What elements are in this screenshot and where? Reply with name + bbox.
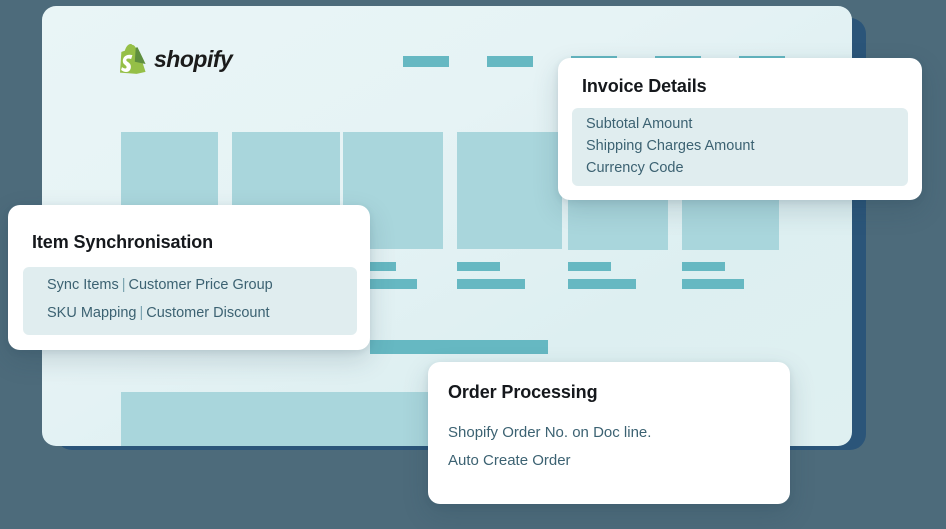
invoice-line-currency-code: Currency Code [586,160,684,176]
mock-text-bar-9 [370,340,548,354]
invoice-details-panel: Subtotal Amount Shipping Charges Amount … [572,108,908,186]
item-synchronisation-panel: Sync Items|Customer Price Group SKU Mapp… [23,267,357,335]
mock-content-block-2 [232,132,340,210]
mock-text-bar-3 [457,262,500,271]
mock-text-bar-7 [682,262,725,271]
invoice-details-title: Invoice Details [582,76,707,96]
invoice-line-shipping-charges-amount: Shipping Charges Amount [586,138,755,154]
mock-text-bar-8 [682,279,744,289]
item-sync-line-2-separator: | [139,305,144,321]
mock-content-block-1 [121,132,218,210]
mock-text-bar-6 [568,279,636,289]
mock-nav-item-1[interactable] [403,56,449,67]
item-sync-line-2: SKU Mapping|Customer Discount [47,305,270,321]
item-sync-line-2-left: SKU Mapping [47,305,137,321]
order-line-shopify-order-no: Shopify Order No. on Doc line. [448,424,652,441]
item-sync-line-2-right: Customer Discount [146,305,270,321]
mock-nav-item-2[interactable] [487,56,533,67]
order-line-auto-create-order: Auto Create Order [448,452,571,469]
mock-text-bar-1 [370,262,396,271]
order-processing-title: Order Processing [448,382,598,402]
mock-text-bar-5 [568,262,611,271]
order-processing-card[interactable]: Order Processing Shopify Order No. on Do… [428,362,790,504]
item-synchronisation-card[interactable]: Item Synchronisation Sync Items|Customer… [8,205,370,350]
invoice-details-card[interactable]: Invoice Details Subtotal Amount Shipping… [558,58,922,200]
shopify-brand-lockup: shopify [120,44,233,74]
mock-content-block-7 [121,392,443,446]
item-sync-line-1-left: Sync Items [47,277,119,293]
shopify-wordmark: shopify [154,45,233,72]
mock-text-bar-4 [457,279,525,289]
mock-text-bar-2 [370,279,417,289]
item-sync-line-1: Sync Items|Customer Price Group [47,277,273,293]
item-synchronisation-title: Item Synchronisation [32,232,214,252]
item-sync-line-1-separator: | [121,277,126,293]
shopify-bag-icon [120,44,146,74]
item-sync-line-1-right: Customer Price Group [128,277,273,293]
mock-content-block-4 [457,132,562,249]
invoice-line-subtotal-amount: Subtotal Amount [586,116,693,132]
